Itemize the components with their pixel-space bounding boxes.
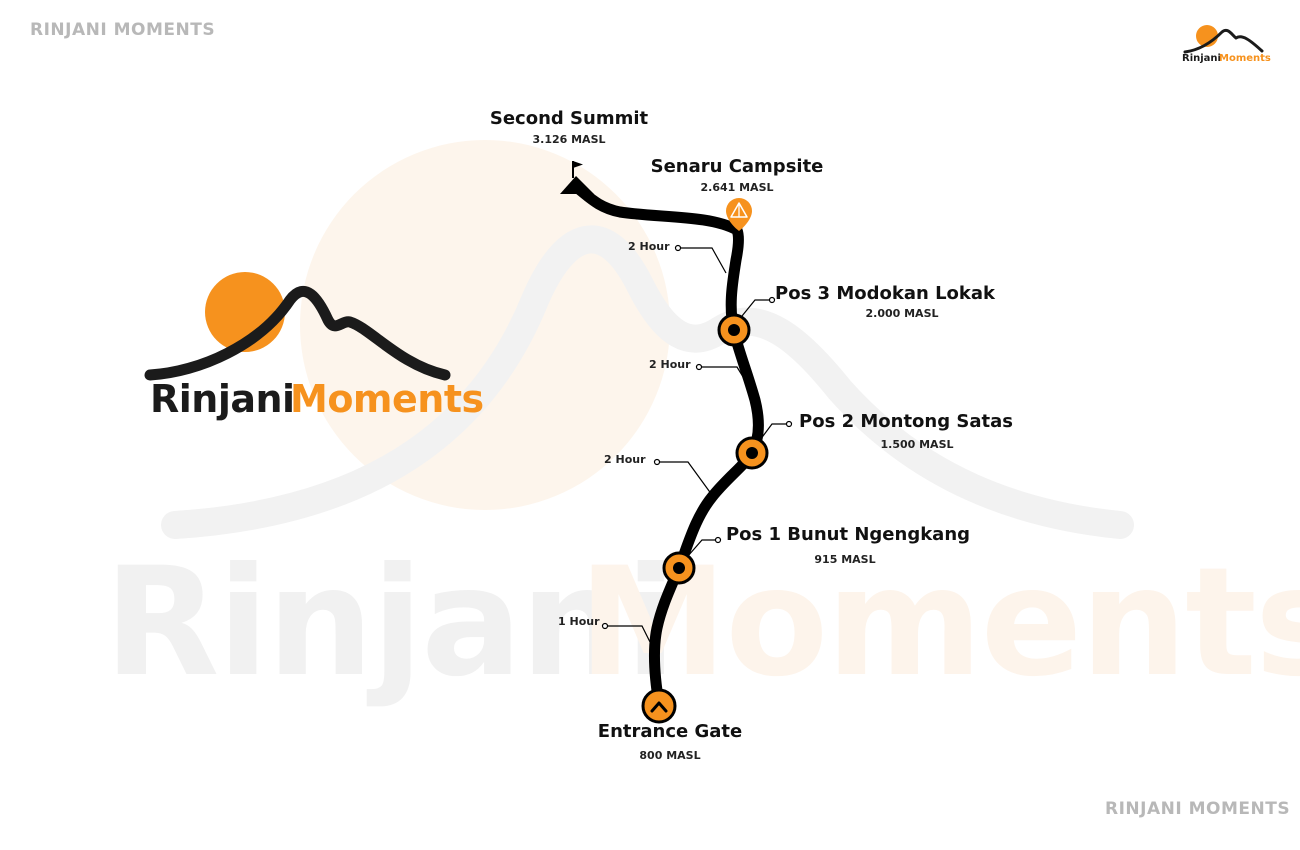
mini-brand-word-moments: Moments (1219, 53, 1271, 64)
brand-word-rinjani: Rinjani (150, 377, 295, 421)
mini-brand-logo-icon (1183, 25, 1264, 54)
stop-altitude-pos-3: 2.000 MASL (865, 307, 939, 320)
checkpoint-dot-icon (717, 313, 751, 347)
stop-altitude-pos-2: 1.500 MASL (880, 438, 954, 451)
checkpoint-dot-icon (735, 436, 769, 470)
summit-flag-icon (560, 161, 594, 194)
stop-name-entrance-gate: Entrance Gate (597, 721, 743, 742)
trail-path (574, 184, 764, 710)
corner-brand-top-left: RINJANI MOMENTS (30, 20, 216, 40)
stop-name-pos-3: Pos 3 Modokan Lokak (775, 283, 995, 304)
duration-label: 1 Hour (558, 615, 600, 628)
stop-name-senaru-campsite: Senaru Campsite (650, 156, 824, 177)
checkpoint-dot-icon (662, 551, 696, 585)
mini-brand-word-rinjani: Rinjani (1182, 53, 1221, 64)
stop-name-pos-1: Pos 1 Bunut Ngengkang (725, 524, 971, 545)
stop-altitude-pos-1: 915 MASL (814, 553, 876, 566)
station-leader-lines (687, 296, 793, 557)
stop-altitude-entrance-gate: 800 MASL (639, 749, 701, 762)
stop-name-pos-2: Pos 2 Montong Satas (799, 411, 1013, 432)
tent-pin-icon (726, 198, 752, 231)
duration-leader-lines (601, 244, 757, 653)
watermark-word-rinjani: Rinjani (104, 536, 677, 710)
stop-altitude-second-summit: 3.126 MASL (532, 133, 606, 146)
chevron-up-icon (641, 688, 677, 724)
stop-name-second-summit: Second Summit (489, 108, 649, 129)
watermark-mountain-icon (161, 225, 1134, 539)
duration-label: 2 Hour (628, 240, 670, 253)
duration-label: 2 Hour (649, 358, 691, 371)
duration-label: 2 Hour (604, 453, 646, 466)
brand-logo-icon (144, 272, 451, 381)
brand-word-moments: Moments (290, 377, 484, 421)
stop-altitude-senaru-campsite: 2.641 MASL (700, 181, 774, 194)
corner-brand-bottom-right: RINJANI MOMENTS (1105, 799, 1291, 819)
watermark-word-moments: Moments (578, 536, 1300, 710)
